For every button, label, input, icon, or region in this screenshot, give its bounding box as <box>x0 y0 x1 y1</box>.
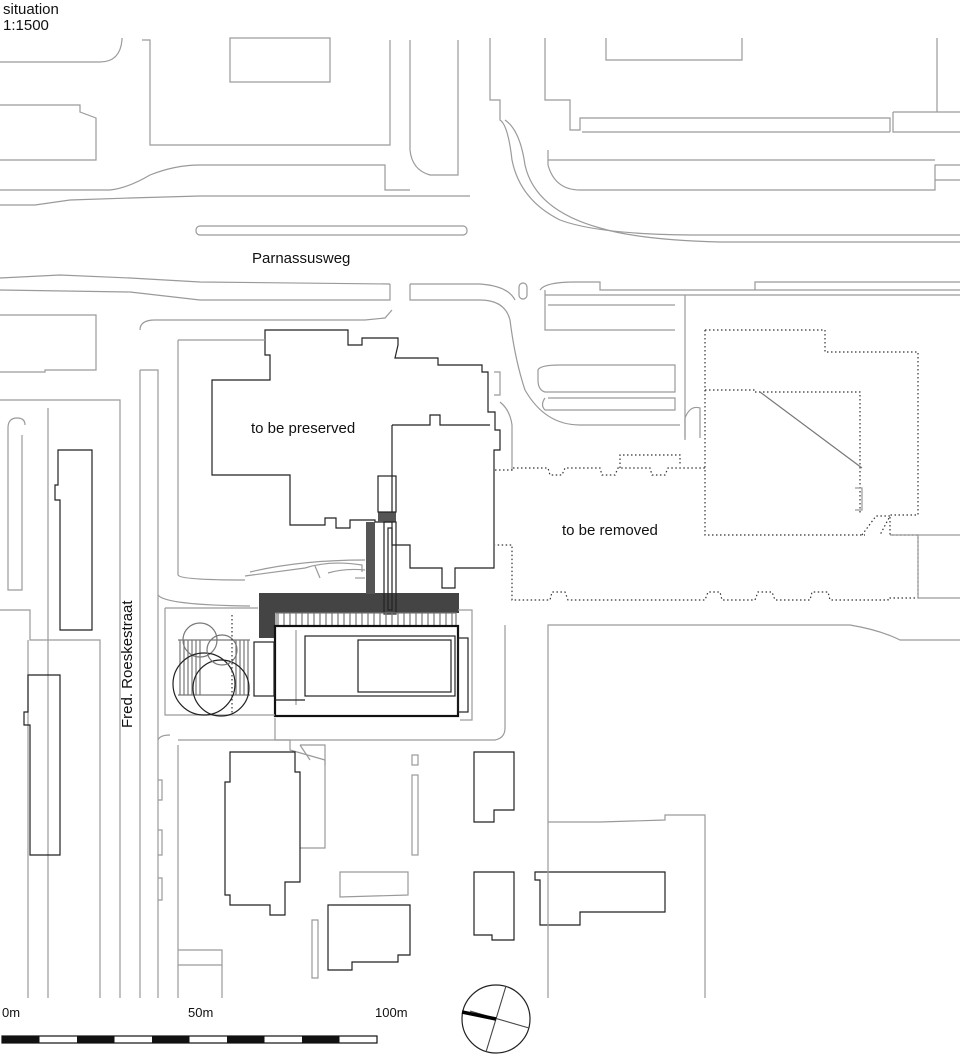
scale-segment <box>152 1036 190 1043</box>
scale-tick-0m: 0m <box>2 1005 20 1020</box>
scale-tick-50m: 50m <box>188 1005 213 1020</box>
scale-tick-100m: 100m <box>375 1005 408 1020</box>
tree-circle <box>192 659 250 717</box>
south-west-blocks <box>157 734 419 998</box>
title-situation: situation <box>3 1 59 18</box>
removed-buildings <box>495 329 960 601</box>
street-label-parnassusweg: Parnassusweg <box>252 250 350 267</box>
tree-circle <box>206 634 238 666</box>
new-building-canopy <box>259 593 459 613</box>
preserved-building <box>177 329 513 589</box>
scale-bar: 0m 50m 100m <box>1 1005 408 1044</box>
south-east-blocks <box>473 624 960 998</box>
north-blocks <box>0 37 960 243</box>
scale-segment <box>2 1036 40 1043</box>
street-label-fred-roeskestraat: Fred. Roeskestraat <box>119 600 136 728</box>
tree-circle <box>172 652 236 716</box>
new-building <box>164 475 506 741</box>
forecourt <box>172 615 250 717</box>
scale-segment <box>227 1036 265 1043</box>
map-title: situation 1:1500 <box>3 2 59 34</box>
north-arrow-icon <box>461 984 531 1054</box>
title-scale: 1:1500 <box>3 17 49 34</box>
tree-circle <box>182 622 218 658</box>
parnassusweg-road <box>0 274 960 440</box>
scale-segment <box>302 1036 340 1043</box>
label-to-be-preserved: to be preserved <box>251 420 355 437</box>
west-blocks <box>0 309 393 998</box>
label-to-be-removed: to be removed <box>562 522 658 539</box>
scale-segment <box>77 1036 115 1043</box>
